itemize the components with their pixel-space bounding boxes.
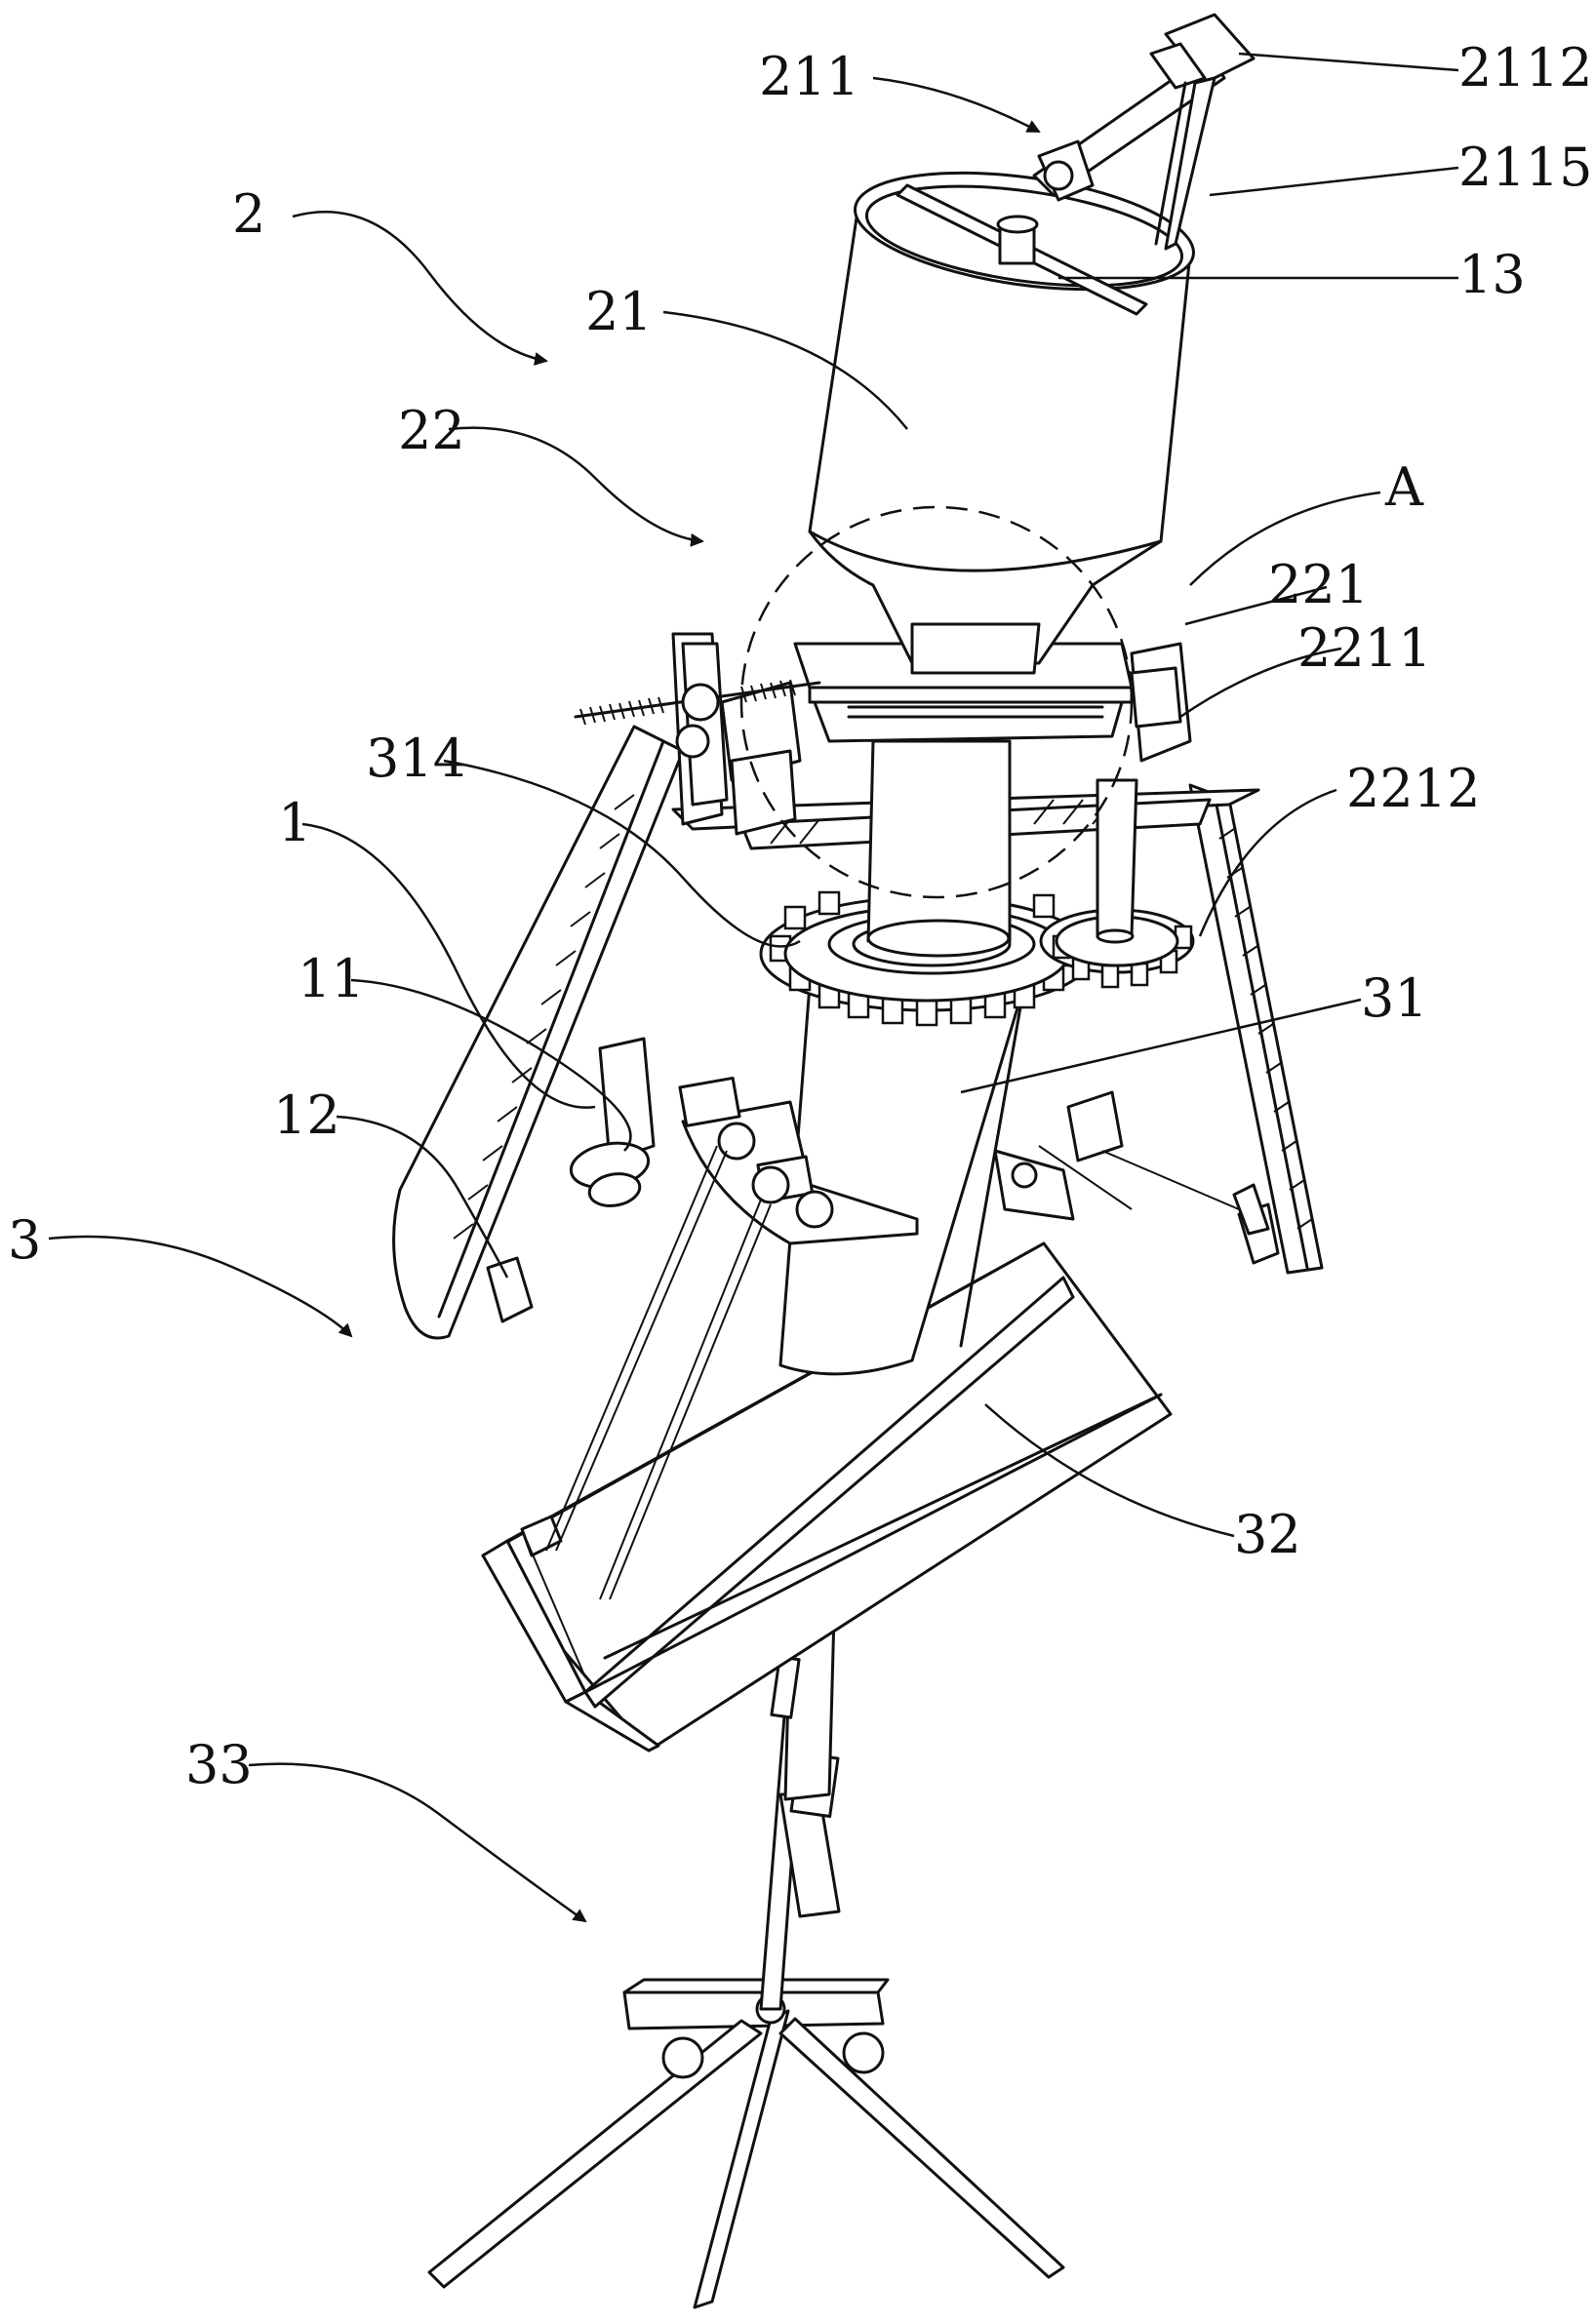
label-2: 2 xyxy=(232,183,265,245)
label-12: 12 xyxy=(273,1084,340,1146)
label-33: 33 xyxy=(185,1734,253,1795)
label-11: 11 xyxy=(298,948,365,1009)
upper-column xyxy=(868,741,1010,956)
label-221: 221 xyxy=(1268,554,1369,615)
label-a: A xyxy=(1384,456,1424,518)
label-2212: 2212 xyxy=(1346,758,1480,819)
tripod-base xyxy=(429,1980,1063,2307)
label-13: 13 xyxy=(1458,244,1526,305)
label-2211: 2211 xyxy=(1297,617,1431,679)
label-1: 1 xyxy=(278,792,311,853)
label-31: 31 xyxy=(1361,967,1428,1029)
label-211: 211 xyxy=(759,46,859,107)
left-arm xyxy=(394,727,683,1338)
label-22: 22 xyxy=(398,400,465,461)
label-21: 21 xyxy=(585,281,653,342)
label-32: 32 xyxy=(1234,1504,1301,1565)
sensor-unit xyxy=(568,1039,654,1209)
hopper xyxy=(810,154,1201,673)
label-3: 3 xyxy=(8,1209,41,1271)
label-2115: 2115 xyxy=(1458,137,1592,198)
label-314: 314 xyxy=(366,728,466,789)
label-2112: 2112 xyxy=(1458,37,1592,98)
